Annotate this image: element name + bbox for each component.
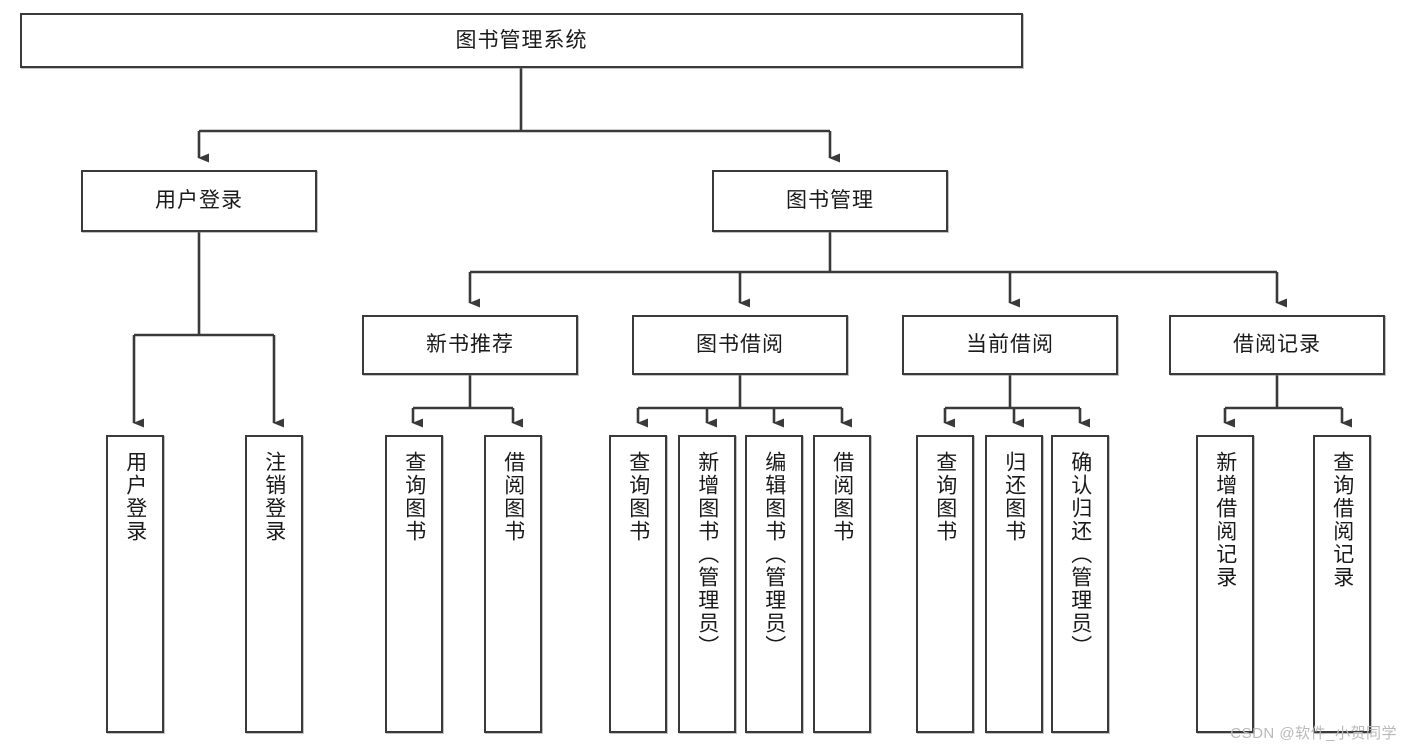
leaf-label: 新增图书（管理员）: [695, 451, 719, 658]
leaf-query-books-current[interactable]: 查询图书: [916, 435, 974, 733]
leaf-label: 查询图书: [933, 451, 957, 543]
leaf-label: 借阅图书: [501, 451, 525, 543]
leaf-borrow-books-recommend[interactable]: 借阅图书: [484, 435, 542, 733]
leaf-confirm-return-admin[interactable]: 确认归还（管理员）: [1051, 435, 1109, 733]
node-new-book-recommend[interactable]: 新书推荐: [362, 315, 578, 375]
leaf-add-borrow-record[interactable]: 新增借阅记录: [1196, 435, 1254, 733]
leaf-label: 编辑图书（管理员）: [762, 451, 786, 658]
leaf-label: 查询图书: [626, 451, 650, 543]
leaf-label: 归还图书: [1002, 451, 1026, 543]
node-book-borrow[interactable]: 图书借阅: [632, 315, 848, 375]
leaf-label: 确认归还（管理员）: [1068, 451, 1092, 658]
node-current-borrow[interactable]: 当前借阅: [902, 315, 1118, 375]
leaf-query-books-borrow[interactable]: 查询图书: [609, 435, 667, 733]
leaf-label: 用户登录: [123, 451, 147, 543]
leaf-logout[interactable]: 注销登录: [245, 435, 303, 733]
leaf-borrow-books[interactable]: 借阅图书: [813, 435, 871, 733]
leaf-add-book-admin[interactable]: 新增图书（管理员）: [678, 435, 736, 733]
node-root-system[interactable]: 图书管理系统: [20, 13, 1023, 68]
leaf-label: 借阅图书: [830, 451, 854, 543]
leaf-user-login[interactable]: 用户登录: [106, 435, 164, 733]
leaf-query-books-recommend[interactable]: 查询图书: [385, 435, 443, 733]
leaf-return-books[interactable]: 归还图书: [985, 435, 1043, 733]
leaf-query-borrow-record[interactable]: 查询借阅记录: [1313, 435, 1371, 733]
watermark: CSDN @软件_小贺同学: [1230, 725, 1397, 742]
leaf-edit-book-admin[interactable]: 编辑图书（管理员）: [745, 435, 803, 733]
node-book-management[interactable]: 图书管理: [712, 170, 948, 232]
leaf-label: 查询借阅记录: [1330, 451, 1354, 589]
leaf-label: 注销登录: [262, 451, 286, 543]
leaf-label: 新增借阅记录: [1213, 451, 1237, 589]
node-user-login[interactable]: 用户登录: [81, 170, 317, 232]
node-borrow-record[interactable]: 借阅记录: [1169, 315, 1385, 375]
leaf-label: 查询图书: [402, 451, 426, 543]
